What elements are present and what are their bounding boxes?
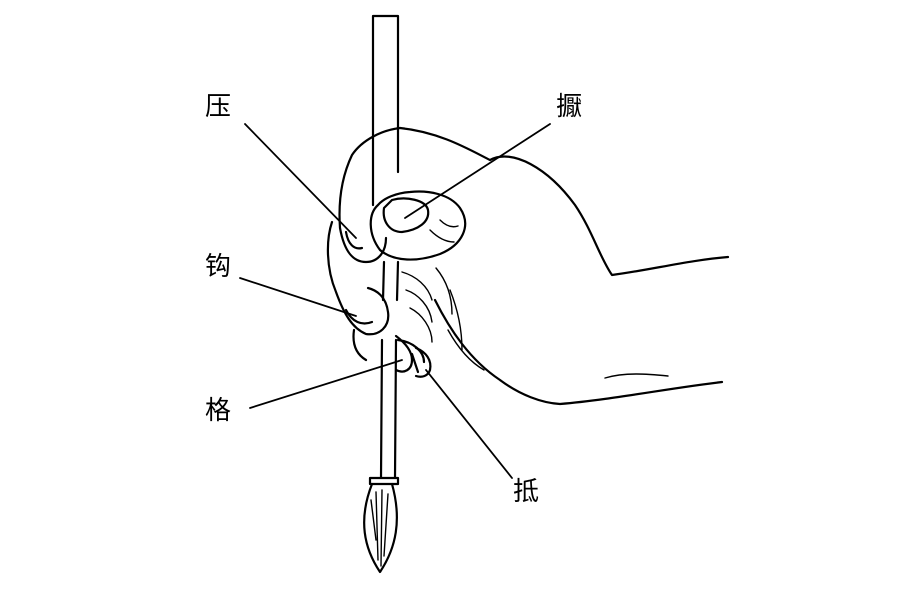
brush-tip-hair-strokes xyxy=(370,489,389,567)
palm-outline xyxy=(433,298,724,406)
index-fingernail xyxy=(344,230,364,250)
brush-tip xyxy=(363,482,398,574)
leader-line-ge xyxy=(249,359,403,409)
wrist-crease xyxy=(604,373,669,379)
thumb-joint-creases xyxy=(429,219,459,243)
label-gou: 钩 xyxy=(205,252,232,282)
label-di: 抵 xyxy=(513,477,540,507)
leader-line-gou xyxy=(239,277,357,317)
little-finger xyxy=(414,346,432,378)
leader-line-di xyxy=(425,369,513,479)
brush-shaft xyxy=(368,14,400,486)
finger-creases xyxy=(401,267,485,371)
hand-back xyxy=(398,126,730,277)
leader-line-ya xyxy=(244,123,357,239)
middle-finger xyxy=(326,220,390,336)
brush xyxy=(363,14,400,574)
leader-lines xyxy=(239,123,551,479)
label-ge: 格 xyxy=(205,396,232,426)
label-ye: 擫 xyxy=(556,92,583,122)
leader-line-ye xyxy=(404,123,551,219)
thumb xyxy=(369,190,467,261)
label-ya: 压 xyxy=(205,92,232,122)
thumbnail xyxy=(382,197,430,234)
index-finger xyxy=(338,126,402,264)
